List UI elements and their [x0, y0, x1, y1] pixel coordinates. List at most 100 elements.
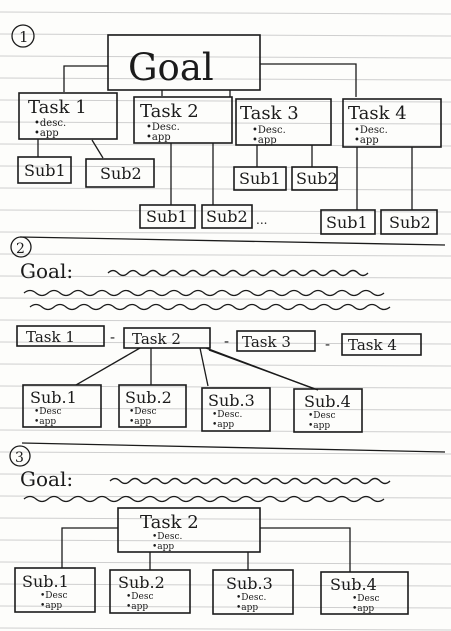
- connector: [260, 527, 351, 572]
- section-1: 1 Goal Task 1 •desc. •app Task 2 •Desc. …: [11, 24, 442, 235]
- sub-box: Sub.2 •Desc •app: [118, 384, 187, 428]
- dash: -: [224, 332, 229, 350]
- task-title: Task 2: [140, 512, 199, 533]
- sub-title: Sub1: [146, 207, 188, 226]
- task-box: Task 2 •Desc. •app: [133, 96, 233, 144]
- sub-app: •app: [236, 603, 258, 613]
- ruled-line: [0, 319, 451, 323]
- sub-box: Sub2: [201, 204, 253, 229]
- goal-scribble: [23, 289, 385, 297]
- ruled-line: [0, 385, 451, 389]
- sub-desc: •Desc: [352, 594, 380, 604]
- sub-box: Sub.4 •Desc •app: [293, 388, 363, 433]
- task-app: •app: [354, 135, 379, 146]
- sub-app: •app: [129, 417, 151, 427]
- task-box: Task 1 •desc. •app: [18, 92, 118, 140]
- goal-scribble: [23, 495, 385, 503]
- ruled-line: [0, 473, 451, 477]
- task-box: Task 3 •Desc. •app: [235, 98, 332, 146]
- goal-label: Goal:: [20, 259, 73, 283]
- sub-title: Sub2: [389, 213, 431, 232]
- ruled-line: [0, 99, 451, 103]
- ruled-line: [0, 11, 451, 15]
- goal-box: [107, 34, 261, 91]
- sub-title: Sub1: [326, 213, 368, 232]
- ruled-line: [0, 363, 451, 367]
- section-3: 3 Goal: Task 2 •Desc. •app Sub.1 •Desc •…: [9, 445, 409, 615]
- section-divider: [21, 442, 446, 453]
- connector: [199, 347, 209, 387]
- sub-title: Sub.4: [330, 575, 377, 594]
- sub-title: Sub1: [239, 169, 281, 188]
- sub-desc: •Desc: [40, 591, 68, 601]
- sub-title: Sub.1: [30, 388, 77, 407]
- task-desc: •Desc.: [146, 122, 180, 133]
- ruled-line: [0, 583, 451, 587]
- goal-label: Goal: [128, 46, 214, 89]
- ruled-line: [0, 517, 451, 521]
- sub-app: •app: [126, 602, 148, 612]
- connector: [260, 63, 357, 97]
- task-app: •app: [152, 542, 174, 552]
- task-desc: •Desc.: [354, 125, 388, 136]
- ruled-line: [0, 165, 451, 169]
- sub-box: Sub.3 •Desc. •app: [212, 569, 294, 615]
- sub-app: •app: [308, 421, 330, 431]
- task-box: Task 4 •Desc. •app: [342, 98, 442, 148]
- dash: -: [110, 328, 115, 346]
- ruled-line: [0, 407, 451, 411]
- ruled-line: [0, 187, 451, 191]
- sub-title: Sub.4: [304, 392, 351, 411]
- section-2: 2 Goal: Task 1 - Task 2 - Task 3 - Task …: [10, 236, 422, 433]
- sub-title: Sub.2: [118, 573, 165, 592]
- sub-box: Sub1: [320, 209, 376, 235]
- sub-app: •app: [212, 420, 234, 430]
- task-title: Task 3: [242, 333, 291, 351]
- sub-box: Sub2: [291, 166, 338, 191]
- ruled-line: [0, 539, 451, 543]
- sub-app: •app: [40, 601, 62, 611]
- task-box: Task 4: [341, 333, 422, 356]
- section-number-circle: [9, 445, 31, 467]
- ruled-line: [0, 77, 451, 81]
- ruled-line: [0, 55, 451, 59]
- connector: [91, 139, 104, 159]
- ellipsis: ...: [256, 213, 267, 227]
- sub-box: Sub.1 •Desc •app: [22, 384, 102, 428]
- sub-title: Sub2: [100, 164, 142, 183]
- ruled-line: [0, 209, 451, 213]
- task-app: •app: [146, 132, 171, 143]
- sub-title: Sub.3: [208, 391, 255, 410]
- ruled-line: [0, 451, 451, 455]
- goal-label: Goal:: [20, 467, 73, 491]
- connector: [63, 65, 108, 92]
- ruled-line: [0, 121, 451, 125]
- sub-desc: •Desc: [126, 592, 154, 602]
- task-box: Task 3: [236, 330, 316, 352]
- section-divider: [19, 236, 446, 246]
- sub-box: Sub.3 •Desc. •app: [201, 387, 271, 432]
- section-number: 3: [15, 450, 24, 466]
- sub-desc: •Desc: [34, 407, 62, 417]
- section-number: 2: [16, 241, 25, 257]
- ruled-line: [0, 231, 451, 235]
- sub-title: Sub2: [296, 169, 338, 188]
- ruled-line: [0, 605, 451, 609]
- task-title: Task 4: [348, 336, 397, 354]
- section-number-circle: [11, 24, 35, 48]
- sub-title: Sub.1: [22, 572, 69, 591]
- task-title: Task 3: [240, 103, 299, 124]
- goal-scribble: [107, 269, 369, 277]
- task-desc: •Desc.: [252, 125, 286, 136]
- sub-box: Sub1: [17, 156, 72, 184]
- task-title: Task 1: [28, 97, 87, 118]
- ruled-line: [0, 253, 451, 257]
- sub-title: Sub1: [24, 161, 66, 180]
- ruled-line: [0, 143, 451, 147]
- sub-desc: •Desc: [308, 411, 336, 421]
- goal-scribble: [29, 303, 391, 311]
- sub-desc: •Desc.: [236, 593, 267, 603]
- task-app: •app: [34, 128, 59, 139]
